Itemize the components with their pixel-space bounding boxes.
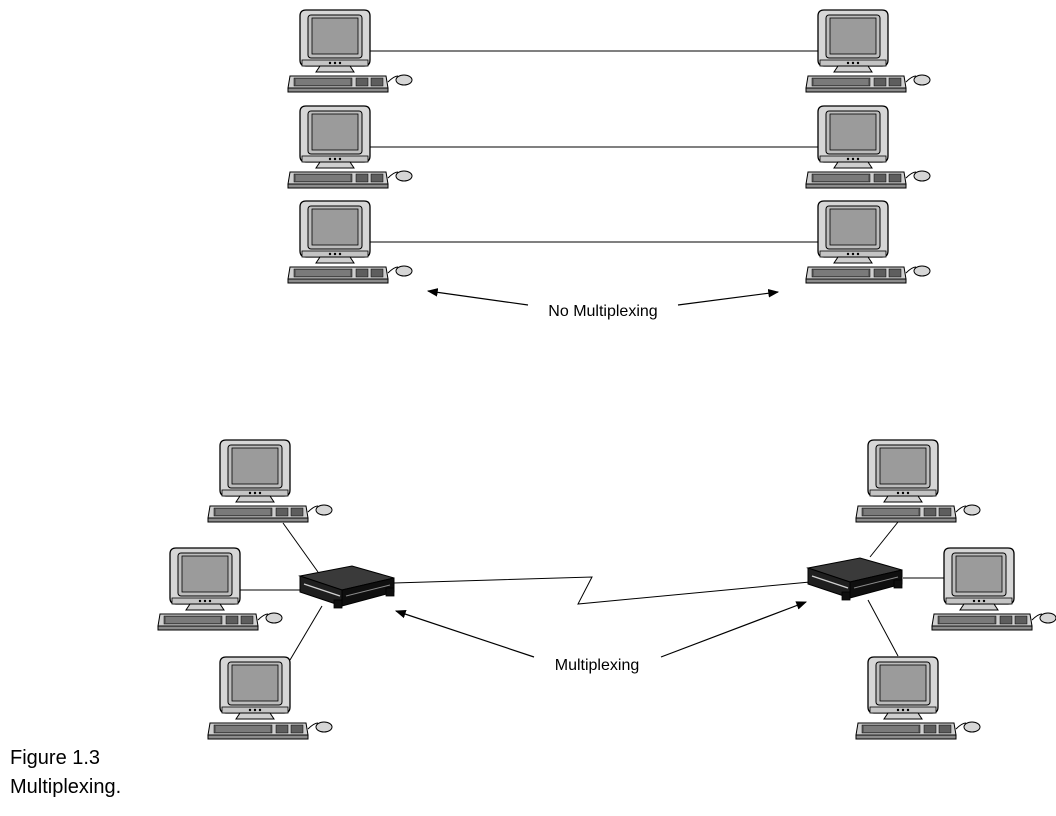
figure-title: Multiplexing. (10, 776, 122, 798)
link-line (282, 522, 319, 573)
no-multiplexing-section: No Multiplexing (287, 9, 931, 320)
link-line (869, 521, 899, 558)
trunk-line (393, 576, 811, 605)
computer-icon (855, 656, 981, 740)
computer-icon (207, 439, 333, 523)
multiplexing-section: Multiplexing (157, 439, 1056, 740)
arrow-left (394, 609, 535, 658)
link-line (867, 599, 899, 657)
figure-caption: Figure 1.3 Multiplexing. (10, 744, 121, 802)
multiplexer-icon (299, 565, 395, 609)
computer-icon (931, 547, 1056, 631)
multiplexer-icon (807, 557, 903, 601)
computer-icon (805, 105, 931, 189)
computer-icon (855, 439, 981, 523)
computer-icon (805, 200, 931, 284)
computer-icon (805, 9, 931, 93)
arrow-right (677, 288, 780, 306)
figure-number: Figure 1.3 (10, 747, 101, 769)
arrow-left (426, 288, 529, 306)
computer-icon (207, 656, 333, 740)
computer-icon (157, 547, 283, 631)
link-line (289, 605, 323, 661)
multiplexing-label: Multiplexing (555, 657, 639, 674)
no-multiplexing-label: No Multiplexing (548, 303, 657, 320)
arrow-right (660, 601, 808, 658)
